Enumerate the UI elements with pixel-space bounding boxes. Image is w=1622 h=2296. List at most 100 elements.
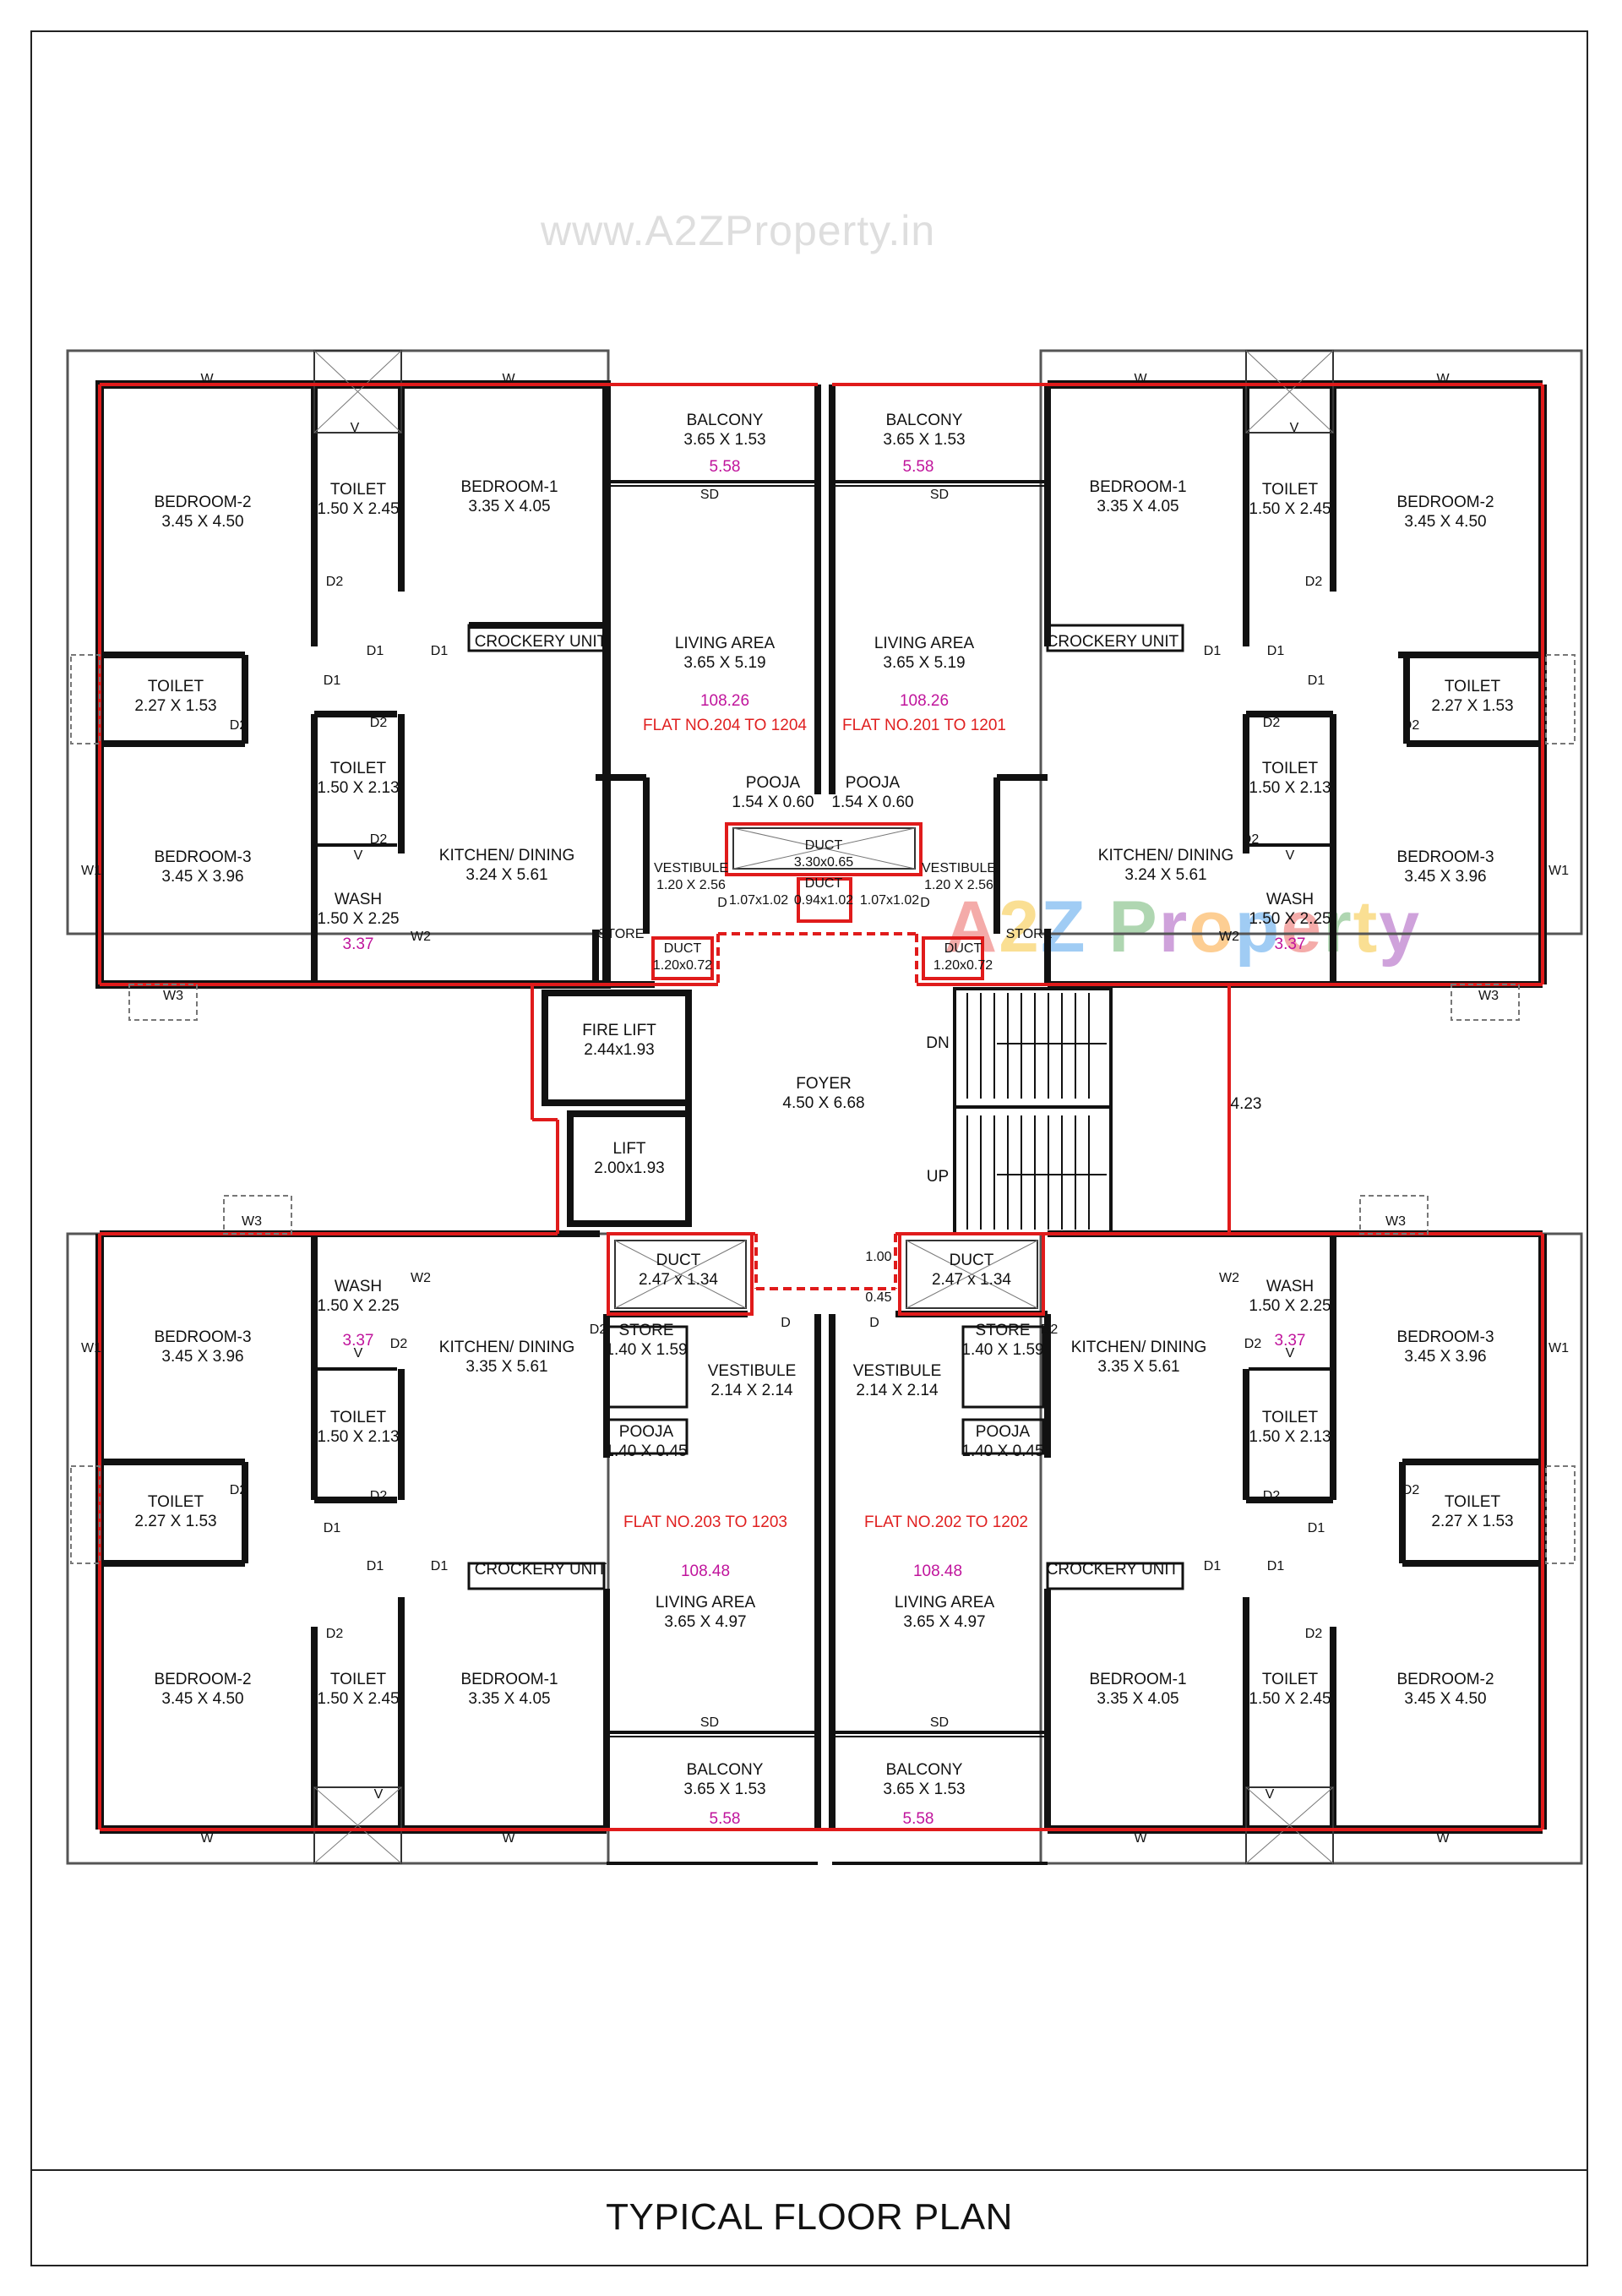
door-d2: D2 — [1402, 1483, 1420, 1497]
balcony-area-tr: 5.58 — [903, 458, 934, 476]
wash-area-tr: 3.37 — [1275, 935, 1306, 953]
bedroom2-bl-name: BEDROOM-2 — [154, 1671, 251, 1688]
bedroom3-br-name: BEDROOM-3 — [1396, 1328, 1494, 1346]
kitchen-bl-name: KITCHEN/ DINING — [439, 1339, 574, 1356]
vestibule-bl-name: VESTIBULE — [708, 1362, 797, 1380]
flat-no-bl: FLAT NO.203 TO 1203 — [623, 1513, 787, 1531]
central-duct — [725, 822, 923, 876]
balcony-br-name: BALCONY — [886, 1761, 963, 1779]
balcony-area-bl: 5.58 — [710, 1810, 741, 1828]
toilet-br-1-name: TOILET — [1445, 1493, 1501, 1511]
toilet-tl-2-size: 2.27 X 1.53 — [134, 697, 216, 715]
toilet-bl-3-size: 1.50 X 2.45 — [317, 1690, 399, 1708]
wash-br-name: WASH — [1266, 1278, 1314, 1295]
door-d1: D1 — [1267, 644, 1285, 658]
window-bay — [128, 984, 198, 1021]
duct-center-name: DUCT — [805, 838, 843, 853]
drawing-title: TYPICAL FLOOR PLAN — [606, 2196, 1013, 2238]
vent-v: V — [1265, 1787, 1275, 1802]
door-d1: D1 — [1204, 1559, 1222, 1573]
wash-bl-name: WASH — [335, 1278, 382, 1295]
window-bay — [1359, 1195, 1429, 1235]
duct-bl-name: DUCT — [656, 1252, 701, 1269]
window-w1: W1 — [1549, 864, 1569, 878]
toilet-bl-1-name: TOILET — [148, 1493, 204, 1511]
kitchen-tl-size: 3.24 X 5.61 — [465, 866, 547, 884]
bedroom3-tl-size: 3.45 X 3.96 — [161, 868, 243, 886]
void-diagonal — [313, 1786, 402, 1864]
flat-area-br: 108.48 — [913, 1562, 962, 1580]
toilet-tr-2-name: TOILET — [1445, 678, 1501, 695]
window-w: W — [1134, 1831, 1147, 1846]
window-bay — [70, 1465, 101, 1564]
balcony-tr-size: 3.65 X 1.53 — [883, 431, 965, 449]
stairs-down: DN — [926, 1034, 949, 1052]
duct-tr-name: DUCT — [944, 941, 982, 956]
wash-area-br: 3.37 — [1275, 1332, 1306, 1350]
void-diagonal — [732, 827, 916, 870]
crockery-label: CROCKERY UNIT — [1047, 1561, 1179, 1579]
window-w2: W2 — [1219, 1271, 1239, 1285]
small-duct — [797, 877, 852, 923]
duct-bl-size: 2.47 x 1.34 — [639, 1271, 718, 1289]
store-label: STORE — [598, 927, 645, 941]
door-d1: D1 — [1308, 674, 1325, 688]
door-d2: D2 — [370, 832, 388, 847]
door-d2: D2 — [326, 1627, 344, 1641]
window-w: W — [1134, 372, 1147, 386]
pooja-tl-name: POOJA — [746, 774, 801, 792]
bedroom1-br-size: 3.35 X 4.05 — [1097, 1690, 1178, 1708]
void-diagonal — [614, 1240, 747, 1309]
toilet-tl-3-size: 1.50 X 2.13 — [317, 779, 399, 797]
duct-br-size: 2.47 x 1.34 — [932, 1271, 1011, 1289]
kitchen-tr-name: KITCHEN/ DINING — [1098, 847, 1233, 864]
wash-tl-size: 1.50 X 2.25 — [317, 910, 399, 928]
void-diagonal — [1245, 350, 1334, 434]
pooja-room — [961, 1418, 1045, 1455]
door-d1: D1 — [1308, 1521, 1325, 1535]
store-br-name: STORE — [975, 1322, 1030, 1339]
fire-lift-name: FIRE LIFT — [582, 1022, 656, 1039]
duct-box — [898, 1232, 1045, 1316]
bedroom3-br-size: 3.45 X 3.96 — [1404, 1348, 1486, 1366]
balcony-bl-size: 3.65 X 1.53 — [683, 1781, 765, 1798]
window-w2: W2 — [1219, 930, 1239, 944]
void-shaft — [614, 1240, 747, 1309]
window-w: W — [502, 372, 515, 386]
balcony-br-size: 3.65 X 1.53 — [883, 1781, 965, 1798]
bedroom1-bl-size: 3.35 X 4.05 — [468, 1690, 550, 1708]
door-d1: D1 — [324, 1521, 341, 1535]
bedroom1-tl-size: 3.35 X 4.05 — [468, 498, 550, 515]
void-shaft — [906, 1240, 1038, 1309]
vent-v: V — [1286, 1346, 1295, 1361]
living-br-size: 3.65 X 4.97 — [903, 1613, 985, 1631]
bedroom2-tl-size: 3.45 X 4.50 — [161, 513, 243, 531]
door-d: D — [869, 1316, 879, 1330]
window-w3: W3 — [1385, 1214, 1406, 1229]
wash-bl-size: 1.50 X 2.25 — [317, 1297, 399, 1315]
void-shaft — [1245, 1786, 1334, 1864]
window-bay — [70, 654, 101, 744]
living-br-name: LIVING AREA — [895, 1594, 995, 1612]
living-bl-name: LIVING AREA — [656, 1594, 756, 1612]
sliding-door-label: SD — [700, 1715, 719, 1730]
pooja-tr-size: 1.54 X 0.60 — [831, 794, 913, 811]
wash-area-bl: 3.37 — [343, 1332, 374, 1350]
crockery-unit — [1046, 624, 1184, 652]
vent-v: V — [1286, 848, 1295, 863]
logo-letter: r — [1323, 886, 1353, 968]
balcony-tl-size: 3.65 X 1.53 — [683, 431, 765, 449]
duct-small-size: 0.94x1.02 — [794, 893, 853, 908]
door-d2: D2 — [370, 1489, 388, 1503]
store-room — [605, 1325, 689, 1409]
vestibule-tl-name: VESTIBULE — [654, 861, 728, 875]
door-d1: D1 — [431, 1559, 449, 1573]
toilet-tr-1-name: TOILET — [1262, 481, 1319, 499]
toilet-tr-3-name: TOILET — [1262, 760, 1319, 777]
wash-tl-name: WASH — [335, 891, 382, 908]
store-room — [961, 1325, 1045, 1409]
flat-area-tr: 108.26 — [900, 692, 949, 710]
flat-no-tl: FLAT NO.204 TO 1204 — [643, 717, 807, 734]
duct-box — [607, 1232, 754, 1316]
outer-terrace-outline — [66, 1232, 610, 1865]
